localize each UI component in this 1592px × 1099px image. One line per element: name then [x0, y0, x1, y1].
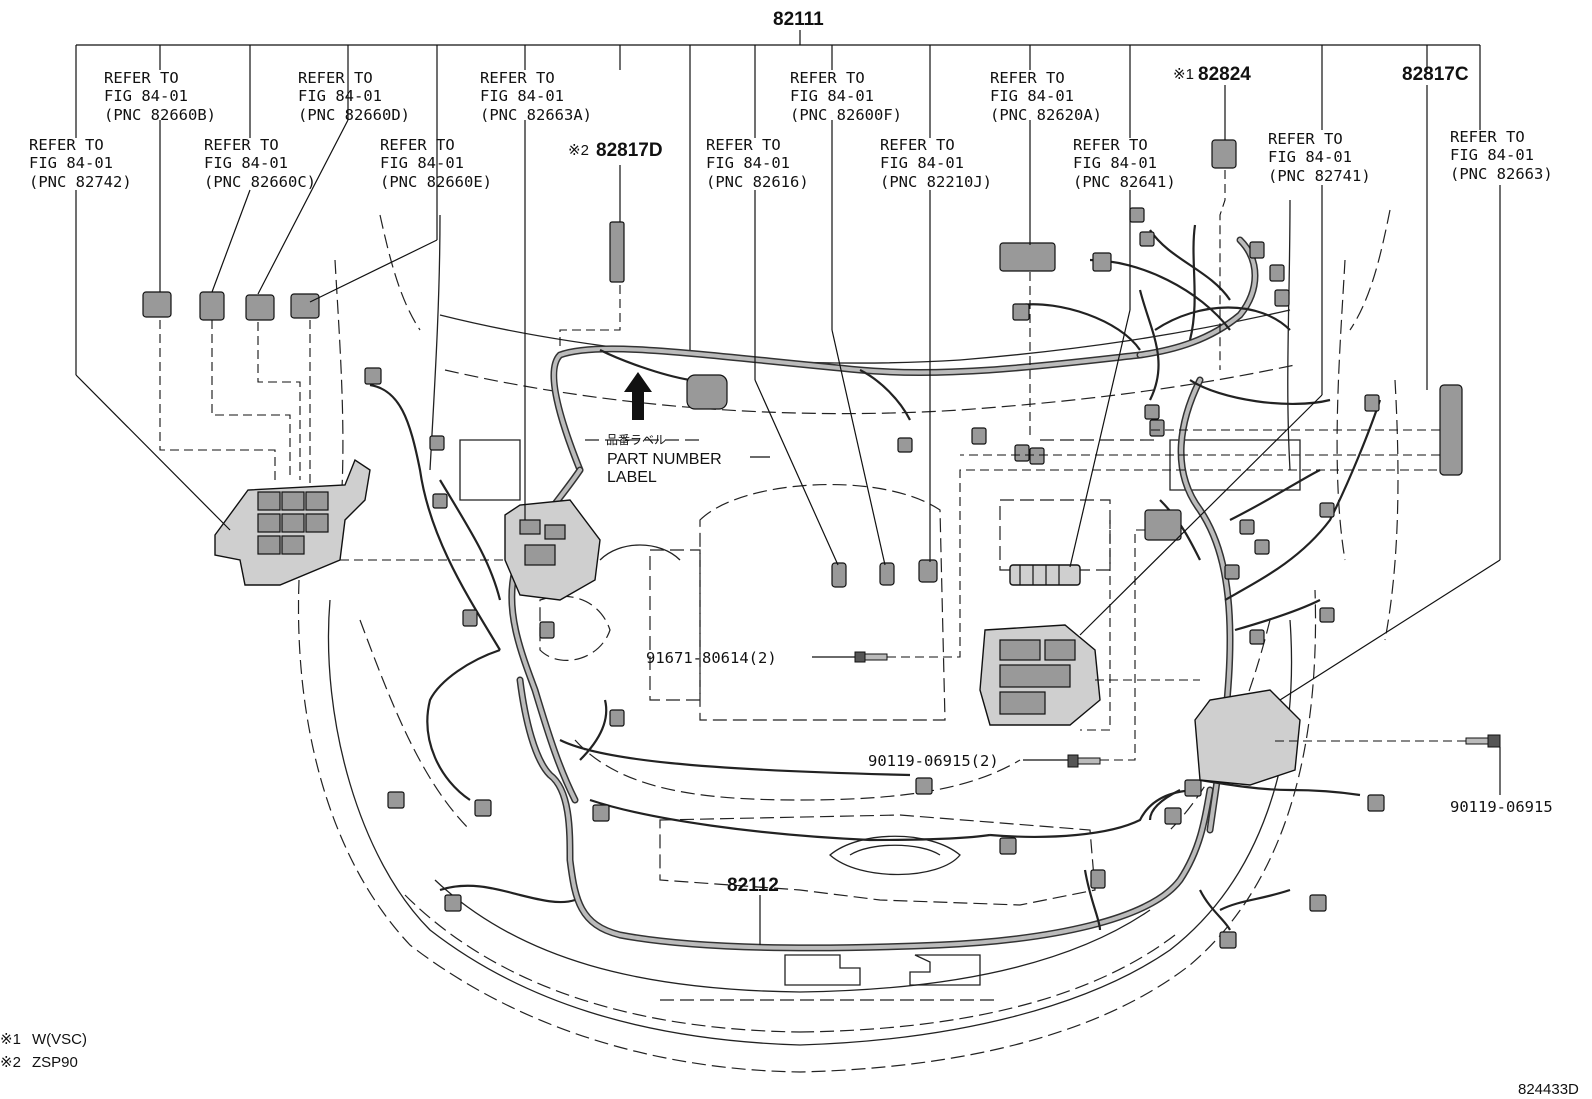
callout-line-1: REFER TO — [1073, 136, 1148, 154]
part-82817C: 82817C — [1402, 64, 1469, 85]
callout-line-3: (PNC 82641) — [1073, 173, 1176, 191]
callout-line-2: FIG 84-01 — [29, 154, 113, 172]
callout-line-3: (PNC 82663A) — [480, 106, 592, 124]
fastener-90119-06915-qty2: 90119-06915(2) — [868, 752, 999, 770]
note-mark: ※2 — [568, 142, 589, 159]
callout-line-1: REFER TO — [1450, 128, 1525, 146]
part-number-82111: 82111 — [773, 9, 824, 30]
figure-code: 824433D — [1518, 1081, 1579, 1098]
fastener-90119-06915: 90119-06915 — [1450, 798, 1553, 816]
callout-line-1: REFER TO — [204, 136, 279, 154]
engine-room-harness-82112 — [426, 648, 1361, 952]
callout-line-3: (PNC 82660E) — [380, 173, 492, 191]
harness-connectors — [142, 139, 1463, 949]
engine-room-harness-82111 — [369, 224, 1382, 834]
callout-line-2: FIG 84-01 — [104, 87, 188, 105]
callout-82741: REFER TO FIG 84-01 (PNC 82741) — [1268, 130, 1371, 185]
callout-line-2: FIG 84-01 — [1450, 146, 1534, 164]
note-1-mark: ※1 — [0, 1031, 21, 1048]
callout-82616: REFER TO FIG 84-01 (PNC 82616) — [706, 136, 809, 191]
bolt-90119-06915-center — [1067, 754, 1101, 768]
callout-line-1: REFER TO — [298, 69, 373, 87]
callout-line-1: REFER TO — [880, 136, 955, 154]
fuse-strip — [1009, 564, 1081, 586]
callout-line-2: FIG 84-01 — [480, 87, 564, 105]
label-line-1: PART NUMBER — [607, 451, 722, 468]
callout-line-2: FIG 84-01 — [1073, 154, 1157, 172]
part-number: 82817D — [596, 140, 663, 161]
dashed-reference-lines — [159, 170, 1466, 761]
leader-lines — [75, 30, 1501, 945]
callout-line-1: REFER TO — [1268, 130, 1343, 148]
callout-line-3: (PNC 82660C) — [204, 173, 316, 191]
part-82817D: ※2 82817D — [568, 140, 663, 161]
bolt-91671-80614 — [854, 651, 888, 663]
part-number-label-arrow — [624, 372, 652, 420]
callout-82660C: REFER TO FIG 84-01 (PNC 82660C) — [204, 136, 316, 191]
callout-line-2: FIG 84-01 — [790, 87, 874, 105]
callout-82600F: REFER TO FIG 84-01 (PNC 82600F) — [790, 69, 902, 124]
part-number-82112: 82112 — [727, 875, 779, 896]
callout-82210J: REFER TO FIG 84-01 (PNC 82210J) — [880, 136, 992, 191]
note-2-text: ZSP90 — [32, 1054, 78, 1071]
callout-82641: REFER TO FIG 84-01 (PNC 82641) — [1073, 136, 1176, 191]
callout-line-2: FIG 84-01 — [298, 87, 382, 105]
part-82824: ※1 82824 — [1173, 64, 1251, 85]
relay-block-left — [214, 458, 371, 586]
callout-82660E: REFER TO FIG 84-01 (PNC 82660E) — [380, 136, 492, 191]
note-1-text: W(VSC) — [32, 1031, 87, 1048]
part-number: 82824 — [1198, 64, 1251, 85]
callout-line-2: FIG 84-01 — [880, 154, 964, 172]
callout-line-2: FIG 84-01 — [1268, 148, 1352, 166]
callout-82660B: REFER TO FIG 84-01 (PNC 82660B) — [104, 69, 216, 124]
callout-line-1: REFER TO — [480, 69, 555, 87]
ground-bracket-right — [1194, 689, 1301, 786]
callout-line-1: REFER TO — [990, 69, 1065, 87]
note-mark: ※1 — [1173, 66, 1194, 83]
callout-line-1: REFER TO — [790, 69, 865, 87]
callout-line-3: (PNC 82660B) — [104, 106, 216, 124]
callout-line-3: (PNC 82210J) — [880, 173, 992, 191]
callout-line-3: (PNC 82600F) — [790, 106, 902, 124]
junction-block-right — [979, 624, 1101, 726]
label-jp: 品番ラベル — [606, 433, 666, 447]
callout-line-2: FIG 84-01 — [990, 87, 1074, 105]
callout-line-3: (PNC 82663) — [1450, 165, 1553, 183]
callout-82620A: REFER TO FIG 84-01 (PNC 82620A) — [990, 69, 1102, 124]
label-line-2: LABEL — [607, 469, 657, 486]
callout-line-3: (PNC 82660D) — [298, 106, 410, 124]
callout-82742: REFER TO FIG 84-01 (PNC 82742) — [29, 136, 132, 191]
callout-82660D: REFER TO FIG 84-01 (PNC 82660D) — [298, 69, 410, 124]
callout-line-1: REFER TO — [104, 69, 179, 87]
applicability-notes: ※1 W(VSC) ※2 ZSP90 — [0, 1031, 87, 1071]
callout-line-2: FIG 84-01 — [706, 154, 790, 172]
callout-line-1: REFER TO — [29, 136, 104, 154]
fuse-block-center-left — [504, 499, 601, 601]
callout-line-2: FIG 84-01 — [380, 154, 464, 172]
callout-line-2: FIG 84-01 — [204, 154, 288, 172]
callout-line-3: (PNC 82620A) — [990, 106, 1102, 124]
note-2-mark: ※2 — [0, 1054, 21, 1071]
callout-82663: REFER TO FIG 84-01 (PNC 82663) — [1450, 128, 1553, 183]
callout-line-3: (PNC 82741) — [1268, 167, 1371, 185]
callout-line-1: REFER TO — [706, 136, 781, 154]
fastener-91671-80614: 91671-80614(2) — [646, 649, 777, 667]
callout-line-3: (PNC 82742) — [29, 173, 132, 191]
callout-82663A: REFER TO FIG 84-01 (PNC 82663A) — [480, 69, 592, 124]
part-number-label: 品番ラベル PART NUMBER LABEL — [606, 433, 722, 486]
callout-line-3: (PNC 82616) — [706, 173, 809, 191]
part-number: 82817C — [1402, 64, 1469, 85]
callout-line-1: REFER TO — [380, 136, 455, 154]
bolt-90119-06915-right — [1465, 734, 1501, 748]
